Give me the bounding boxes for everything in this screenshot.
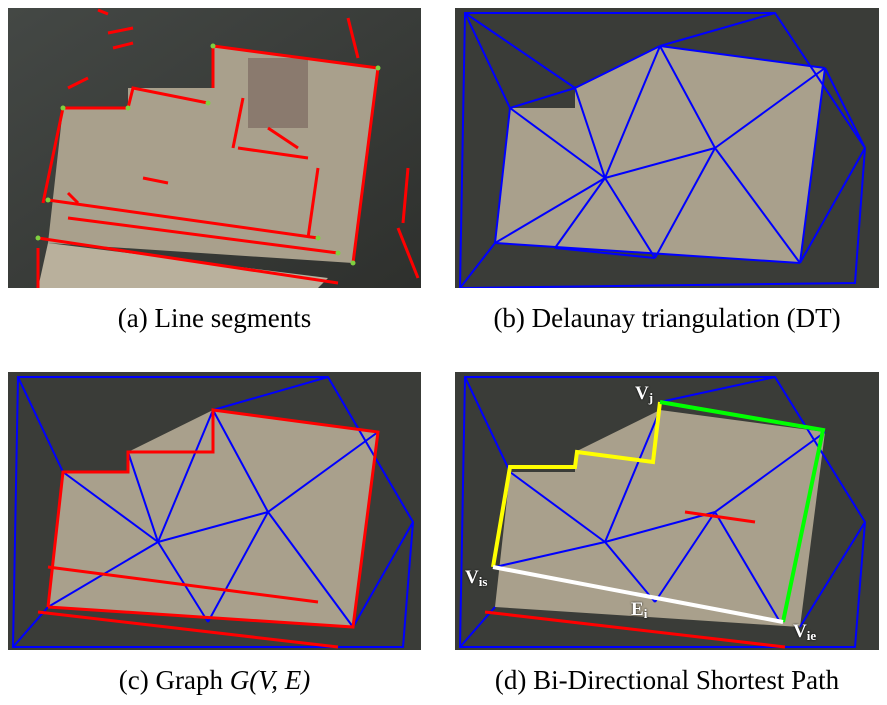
caption-a: (a) Line segments [117, 303, 312, 333]
path-forward-yellow [491, 401, 662, 568]
panel-d-image [455, 372, 879, 650]
panel-b-delaunay-triangulation [455, 8, 879, 288]
panel-c-graph [8, 372, 421, 650]
caption-c-prefix: (c) Graph [118, 665, 230, 695]
panel-a-line-segments [8, 8, 421, 288]
caption-c: (c) Graph G(V, E) [8, 664, 421, 696]
panel-b-image [455, 8, 879, 288]
label-vis: Vis [465, 567, 488, 590]
path-backward-green [659, 400, 826, 623]
panel-c-image [8, 372, 421, 650]
edge-ei [492, 565, 784, 624]
caption-b: (b) Delaunay triangulation (DT) [493, 303, 841, 333]
label-vie: Vie [793, 621, 817, 644]
caption-d: (d) Bi-Directional Shortest Path [494, 665, 840, 695]
panel-a-image [8, 8, 421, 288]
panel-d-shortest-path: Vj Vis Ei Vie [455, 372, 879, 650]
caption-c-math: G(V, E) [229, 665, 311, 695]
label-ei: Ei [631, 599, 648, 622]
label-vj: Vj [635, 383, 654, 406]
